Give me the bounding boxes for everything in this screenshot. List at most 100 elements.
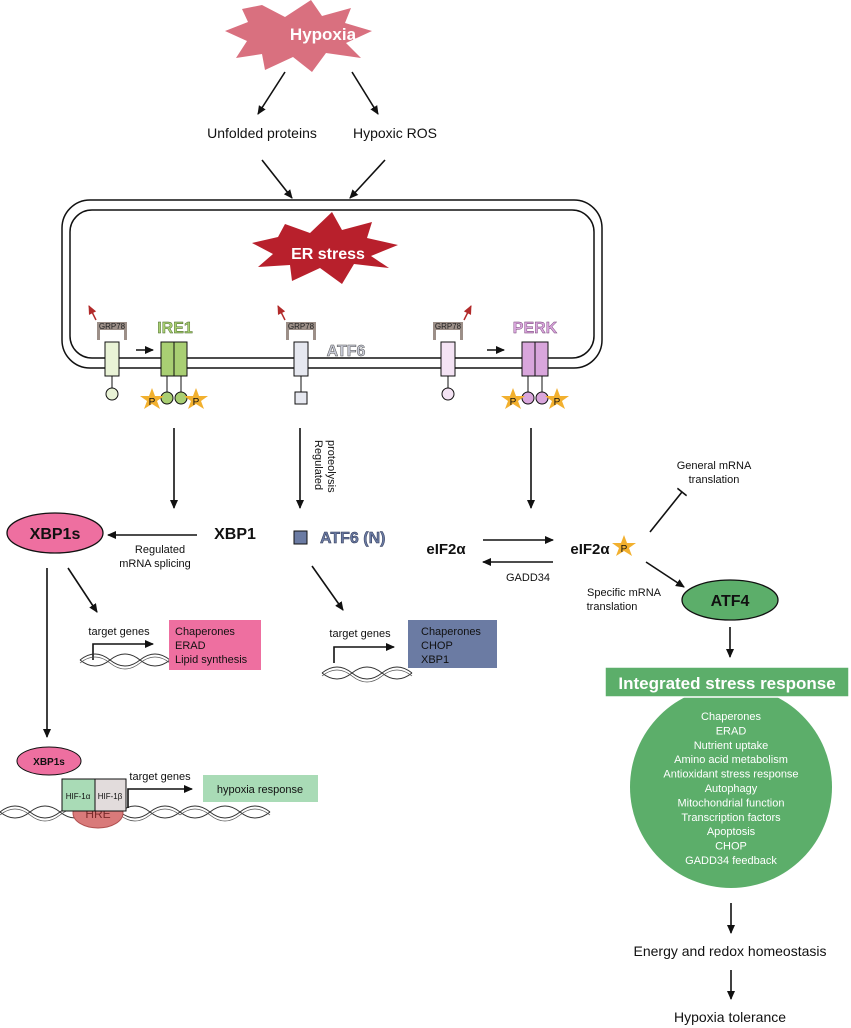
atf6-protein xyxy=(293,341,309,377)
release-arrow-ire1 xyxy=(88,305,97,321)
svg-text:P: P xyxy=(554,397,561,408)
ire1-label: IRE1 xyxy=(157,320,193,337)
hypoxia-label: Hypoxia xyxy=(290,25,357,44)
perk-dimer-right xyxy=(534,341,549,377)
atf6-targets-box xyxy=(408,620,497,668)
svg-text:P: P xyxy=(621,544,628,555)
release-arrow-perk xyxy=(463,305,472,321)
atf6n-label: ATF6 (N) xyxy=(320,530,385,547)
isr-item: ERAD xyxy=(716,725,747,737)
eif2a-label: eIF2α xyxy=(426,541,466,558)
hif-complex: HRE HIF-1α HIF-1β XBP1s target genes hyp… xyxy=(0,746,318,829)
promoter-arrow-xbp1s xyxy=(92,640,154,660)
ire1-dimer-left xyxy=(160,341,175,377)
hypoxia-response-label: hypoxia response xyxy=(217,784,303,796)
arrow-hypoxia-unfolded xyxy=(257,71,286,115)
arrow-atf6n-targets xyxy=(311,565,344,611)
er-membrane-inner xyxy=(69,209,595,359)
general-translation-label-2: translation xyxy=(689,474,740,486)
specific-translation-label-1: Specific mRNA xyxy=(587,587,662,599)
xbp1s-target-2: Lipid synthesis xyxy=(175,654,248,666)
grp78-bar-perk xyxy=(433,322,463,330)
atf6-target-0: Chaperones xyxy=(421,626,481,638)
target-genes-label-xbp1s: target genes xyxy=(88,626,150,638)
grp78-label-perk: GRP78 xyxy=(435,322,462,331)
isr-node: Integrated stress response ChaperonesERA… xyxy=(604,666,850,888)
specific-translation-label-2: translation xyxy=(587,601,638,613)
hypoxia-node: Hypoxia xyxy=(225,0,372,72)
energy-redox-label: Energy and redox homeostasis xyxy=(634,943,827,959)
er-membrane-outer xyxy=(61,199,603,369)
isr-item: Amino acid metabolism xyxy=(674,754,788,766)
svg-text:P: P xyxy=(149,397,156,408)
xbp1s-target-1: ERAD xyxy=(175,640,206,652)
gadd34-label: GADD34 xyxy=(506,572,550,584)
hypoxia-tolerance-label: Hypoxia tolerance xyxy=(674,1009,786,1025)
regulated-proteolysis-label-1: Regulated xyxy=(312,440,324,490)
isr-item: Antioxidant stress response xyxy=(663,769,798,781)
atf6-target-1: CHOP xyxy=(421,640,453,652)
atf4-node: ATF4 xyxy=(681,579,779,621)
phospho-star-perk-right: P xyxy=(545,388,569,409)
dna-helix-hif-3 xyxy=(179,805,271,822)
perk-dimer-left xyxy=(521,341,536,377)
phospho-star-ire1-left: P xyxy=(140,388,164,409)
dna-helix-atf6 xyxy=(321,666,413,683)
isr-item: Mitochondrial function xyxy=(677,797,784,809)
atf6-sensor: GRP78 ATF6 xyxy=(277,305,366,405)
ire1-dimer-right xyxy=(173,341,188,377)
isr-circle xyxy=(630,686,832,888)
grp78-label-ire1: GRP78 xyxy=(99,322,126,331)
perk-label: PERK xyxy=(513,320,558,337)
phospho-star-eif2a: P xyxy=(612,535,636,556)
xbp1s-targets-box xyxy=(169,620,261,670)
svg-text:P: P xyxy=(510,397,517,408)
xbp1s-small-label: XBP1s xyxy=(33,757,65,768)
perk-inactive-monomer xyxy=(440,341,456,377)
isr-item: GADD34 feedback xyxy=(685,855,777,867)
arrow-ros-er xyxy=(349,159,386,199)
hypoxic-ros-label: Hypoxic ROS xyxy=(353,125,437,141)
er-stress-burst-shape xyxy=(252,212,398,284)
xbp1s-node: XBP1s xyxy=(6,512,104,554)
hypoxia-response-box xyxy=(203,775,318,802)
atf6-target-2: XBP1 xyxy=(421,654,449,666)
grp78-bar-ire1 xyxy=(97,322,127,330)
eif2a-p-label: eIF2α xyxy=(570,541,610,558)
promoter-arrow-atf6 xyxy=(333,643,395,663)
xbp1s-small-ellipse xyxy=(16,746,82,776)
release-arrow-atf6 xyxy=(277,305,286,321)
perk-sensor: GRP78 PERK P P xyxy=(433,305,569,409)
regulated-splicing-label-1: Regulated xyxy=(135,544,185,556)
atf6n-square xyxy=(293,530,308,545)
isr-item: Apoptosis xyxy=(707,826,756,838)
regulated-proteolysis-label-2: proteolysis xyxy=(325,440,337,493)
atf4-label: ATF4 xyxy=(711,593,750,610)
general-translation-label-1: General mRNA xyxy=(677,460,752,472)
svg-text:P: P xyxy=(193,397,200,408)
hypoxia-burst-shape xyxy=(225,0,372,72)
unfolded-proteins-label: Unfolded proteins xyxy=(207,125,317,141)
isr-item: Autophagy xyxy=(705,783,758,795)
ire1-sensor: GRP78 IRE1 P P xyxy=(88,305,208,409)
isr-item: Transcription factors xyxy=(681,812,781,824)
arrow-eif2a-atf4 xyxy=(645,561,685,588)
xbp1s-target-genes: target genes Chaperones ERAD Lipid synth… xyxy=(79,620,261,670)
promoter-arrow-hif xyxy=(127,785,193,808)
isr-item: Chaperones xyxy=(701,711,761,723)
xbp1s-label: XBP1s xyxy=(30,526,81,543)
target-genes-label-hif: target genes xyxy=(129,771,191,783)
isr-item: Nutrient uptake xyxy=(694,740,769,752)
hif1b-label: HIF-1β xyxy=(98,792,123,801)
arrow-xbp1s-targets xyxy=(67,567,98,613)
xbp1-label: XBP1 xyxy=(214,526,256,543)
hif1b-box xyxy=(94,778,127,812)
er-stress-label: ER stress xyxy=(291,246,365,263)
xbp1s-ellipse xyxy=(6,512,104,554)
er-stress-node: ER stress xyxy=(252,212,398,284)
grp78-bar-atf6 xyxy=(286,322,316,330)
target-genes-label-atf6: target genes xyxy=(329,628,391,640)
isr-title-box xyxy=(604,666,850,698)
